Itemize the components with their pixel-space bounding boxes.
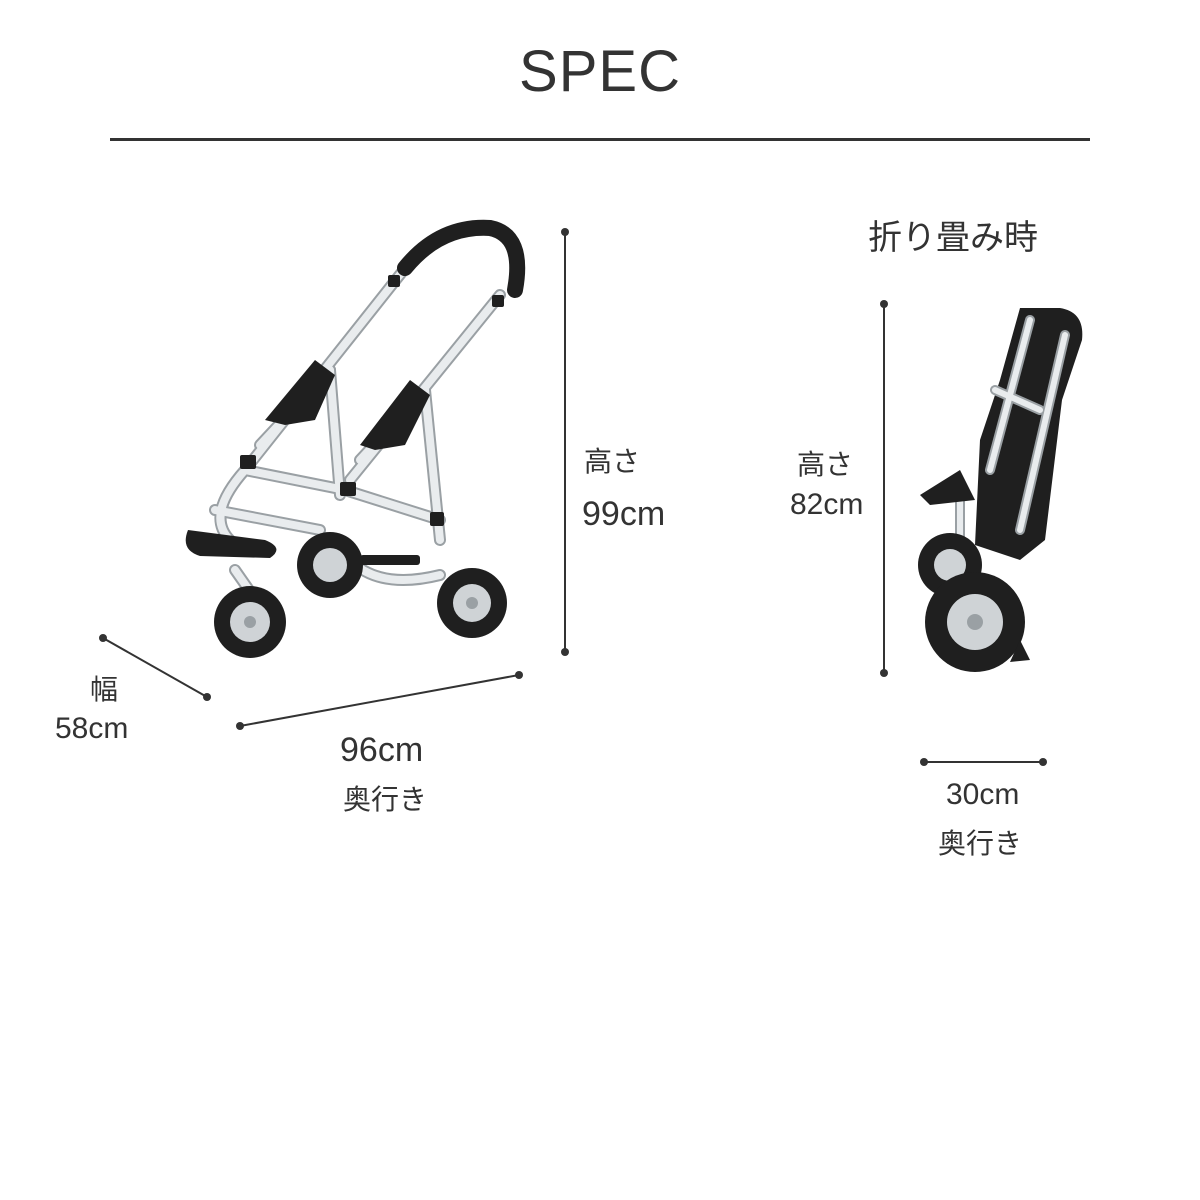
folded-depth-label: 奥行き — [938, 827, 1023, 860]
folded-depth-value: 30cm — [946, 778, 1020, 811]
folded-stroller-image — [918, 308, 1083, 672]
unfolded-width-label: 幅 — [90, 673, 119, 706]
unfolded-depth-value: 96cm — [340, 731, 424, 769]
spec-title: SPEC — [519, 39, 681, 104]
unfolded-stroller-image — [185, 219, 526, 658]
dimension-lines — [102, 232, 1043, 763]
title-divider — [110, 138, 1090, 141]
folded-height-value: 82cm — [790, 488, 864, 521]
folded-height-label: 高さ — [797, 448, 854, 481]
unfolded-depth-label: 奥行き — [343, 783, 428, 816]
unfolded-height-value: 99cm — [582, 495, 666, 533]
unfolded-width-value: 58cm — [55, 712, 129, 745]
folded-title: 折り畳み時 — [868, 218, 1038, 258]
unfolded-height-label: 高さ — [584, 445, 641, 478]
